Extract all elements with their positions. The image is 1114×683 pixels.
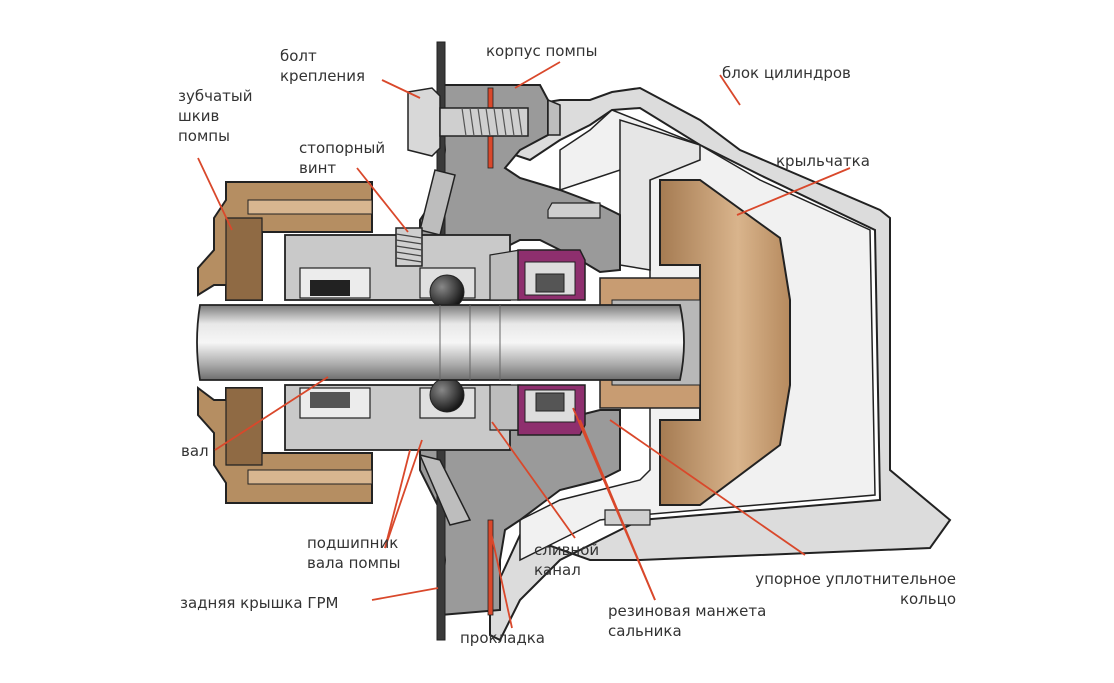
toothed-pulley bbox=[197, 181, 373, 504]
leader-shaft bbox=[214, 376, 329, 451]
pump-shaft bbox=[196, 304, 685, 381]
leader-bolt bbox=[381, 79, 421, 99]
rubber-seal bbox=[517, 249, 586, 436]
timing-cover bbox=[418, 41, 472, 641]
bearing bbox=[284, 234, 521, 451]
label-thrust-ring: упорное уплотнительное кольцо bbox=[755, 570, 956, 608]
leader-pump-housing bbox=[514, 61, 561, 89]
leader-cylinder-block bbox=[719, 74, 741, 106]
mounting-bolt bbox=[407, 87, 529, 157]
label-cylinder-block: блок цилиндров bbox=[722, 64, 851, 82]
leader-seal-2 bbox=[572, 407, 656, 601]
label-bearing: подшипник вала помпы bbox=[307, 534, 401, 572]
leader-impeller bbox=[736, 167, 851, 216]
set-screw bbox=[395, 227, 423, 267]
label-bolt: болт крепления bbox=[280, 47, 366, 85]
leader-set-screw bbox=[356, 167, 409, 233]
leader-lines bbox=[197, 61, 851, 629]
leader-drain bbox=[491, 421, 576, 539]
label-pump-housing: корпус помпы bbox=[486, 42, 598, 60]
leader-bearing-2 bbox=[384, 439, 423, 549]
leader-bearing-1 bbox=[384, 449, 411, 549]
label-timing-cover: задняя крышка ГРМ bbox=[180, 594, 339, 612]
label-pulley: зубчатый шкив помпы bbox=[178, 87, 253, 145]
leader-gasket bbox=[489, 527, 513, 629]
leader-pulley bbox=[197, 157, 233, 231]
label-rubber-seal: резиновая манжета сальника bbox=[608, 602, 767, 640]
leader-thrust-ring bbox=[609, 419, 806, 556]
label-drain: сливной канал bbox=[534, 541, 600, 579]
label-set-screw: стопорный винт bbox=[299, 139, 386, 177]
label-gasket: прокладка bbox=[460, 629, 545, 647]
leader-timing-cover bbox=[371, 587, 439, 601]
label-shaft: вал bbox=[181, 442, 209, 460]
label-impeller: крыльчатка bbox=[776, 152, 870, 170]
